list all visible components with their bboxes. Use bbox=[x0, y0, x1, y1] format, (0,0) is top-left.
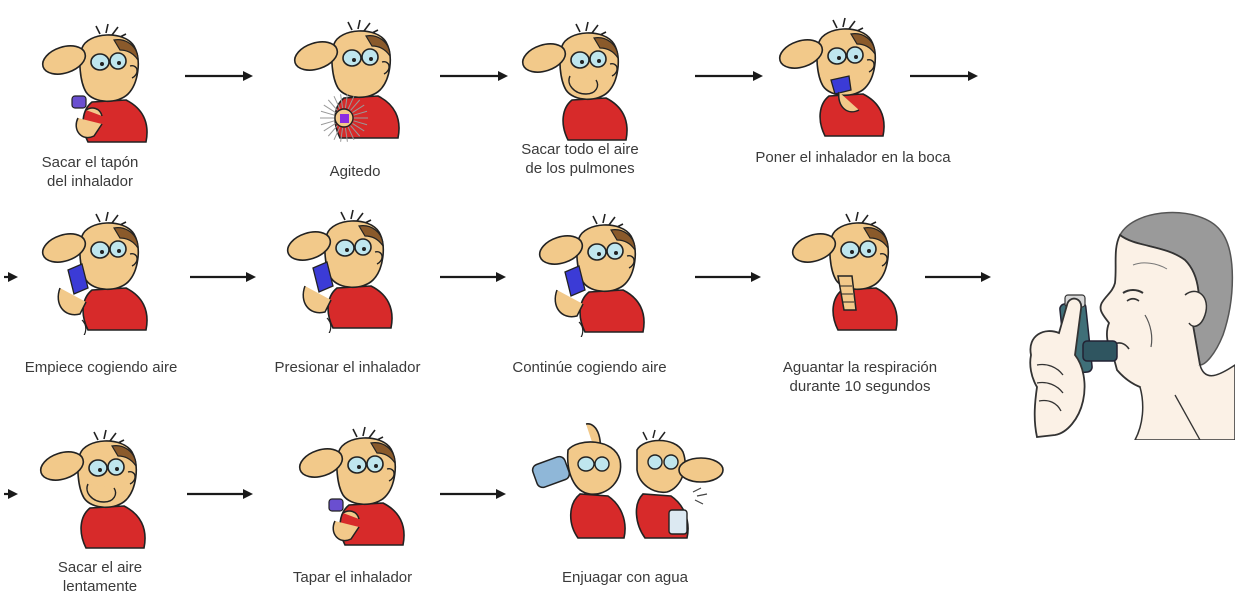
arrow-right-icon bbox=[190, 271, 256, 283]
step-label: Agitedo bbox=[329, 163, 381, 180]
arrow-right-icon bbox=[440, 271, 506, 283]
cartoon-character-icon bbox=[295, 425, 405, 550]
cartoon-characters-rinsing-icon bbox=[528, 420, 728, 545]
arrow-right-icon bbox=[4, 271, 18, 283]
cartoon-character-icon bbox=[518, 20, 628, 145]
arrow-right-icon bbox=[695, 271, 761, 283]
step-label: Continúe cogiendo aire bbox=[512, 359, 667, 376]
arrow-right-icon bbox=[695, 70, 763, 82]
cartoon-character-icon bbox=[535, 212, 645, 337]
arrow-right-icon bbox=[910, 70, 978, 82]
arrow-right-icon bbox=[185, 70, 253, 82]
man-using-inhaler-illustration bbox=[1025, 205, 1235, 440]
arrow-right-icon bbox=[925, 271, 991, 283]
cartoon-character-icon bbox=[38, 210, 148, 335]
step-label: Empiece cogiendo aire bbox=[24, 359, 178, 376]
step-label: Presionar el inhalador bbox=[274, 359, 421, 376]
step-label: Tapar el inhalador bbox=[292, 569, 413, 586]
cartoon-character-icon bbox=[36, 428, 146, 553]
step-label: Poner el inhalador en la boca bbox=[755, 149, 951, 166]
arrow-right-icon bbox=[440, 70, 508, 82]
arrow-right-icon bbox=[4, 488, 18, 500]
cartoon-character-icon bbox=[290, 18, 400, 143]
arrow-right-icon bbox=[187, 488, 253, 500]
cartoon-character-icon bbox=[38, 22, 148, 147]
arrow-right-icon bbox=[440, 488, 506, 500]
step-label: Enjuagar con agua bbox=[562, 569, 688, 586]
cartoon-character-icon bbox=[788, 210, 898, 335]
cartoon-character-icon bbox=[283, 208, 393, 333]
cartoon-character-icon bbox=[775, 16, 885, 141]
